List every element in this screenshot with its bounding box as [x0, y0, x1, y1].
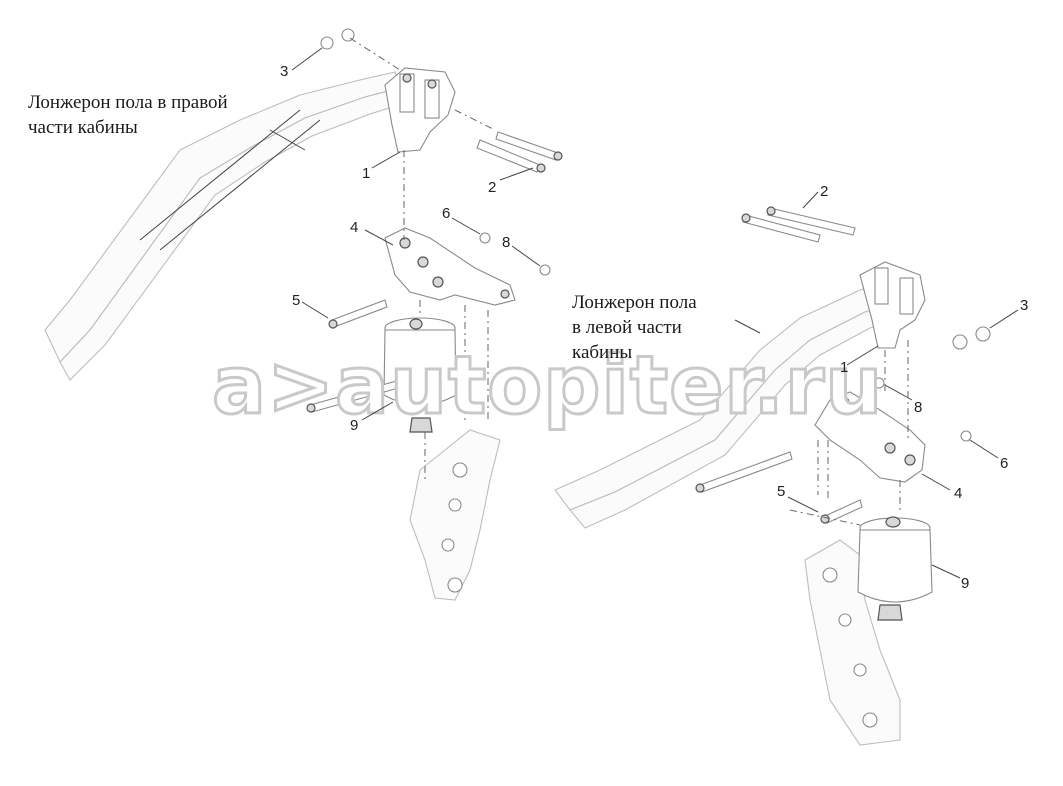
left-column-bracket	[804, 539, 901, 746]
callout-r8: 8	[502, 234, 510, 251]
right-nut-6	[479, 232, 491, 244]
right-column-bracket	[409, 429, 501, 601]
left-nut-6	[960, 430, 972, 442]
left-bracket-1	[859, 261, 926, 349]
callout-l8: 8	[914, 399, 922, 416]
callout-r3: 3	[280, 63, 288, 80]
right-bracket-1	[384, 67, 456, 153]
left-bolt-5	[820, 499, 863, 524]
callout-l2: 2	[820, 183, 828, 200]
callout-r2: 2	[488, 179, 496, 196]
right-lever-4	[384, 227, 516, 306]
left-member-label: Лонжерон пола в левой части кабины	[572, 292, 697, 363]
callout-r6: 6	[442, 205, 450, 222]
right-bolts-2	[476, 131, 563, 173]
callout-l4: 4	[954, 485, 962, 502]
watermark-text: a>autopiter.ru	[212, 339, 883, 432]
right-nuts-3	[320, 28, 355, 50]
right-bolt-5	[328, 299, 388, 329]
watermark: a>autopiter.ru	[211, 338, 884, 434]
callout-r9: 9	[350, 417, 358, 434]
callout-r1: 1	[362, 165, 370, 182]
right-nut-8	[539, 264, 551, 276]
left-nut-8	[873, 377, 885, 389]
left-long-bolt	[695, 451, 793, 493]
callouts-left-assembly: 2 3 1 8 6 4 5 9	[777, 183, 1028, 592]
left-bolts-2	[741, 206, 856, 243]
callout-r5: 5	[292, 292, 300, 309]
callouts-right-assembly: 3 1 2 4 6 8 5 9	[280, 63, 510, 434]
callout-l3: 3	[1020, 297, 1028, 314]
callout-l6: 6	[1000, 455, 1008, 472]
right-long-bolt	[306, 379, 403, 413]
callout-l9: 9	[961, 575, 969, 592]
left-lever-4	[814, 391, 926, 483]
leader-lines	[269, 47, 1019, 579]
right-dashed-axes	[349, 37, 496, 480]
right-member-label: Лонжерон пола в правой части кабины	[28, 92, 228, 138]
left-dashed-axes	[789, 340, 909, 526]
callout-l5: 5	[777, 483, 785, 500]
callout-r4: 4	[350, 219, 358, 236]
left-air-spring-9	[857, 516, 933, 621]
left-nuts-3	[952, 326, 991, 350]
callout-l1: 1	[840, 359, 848, 376]
